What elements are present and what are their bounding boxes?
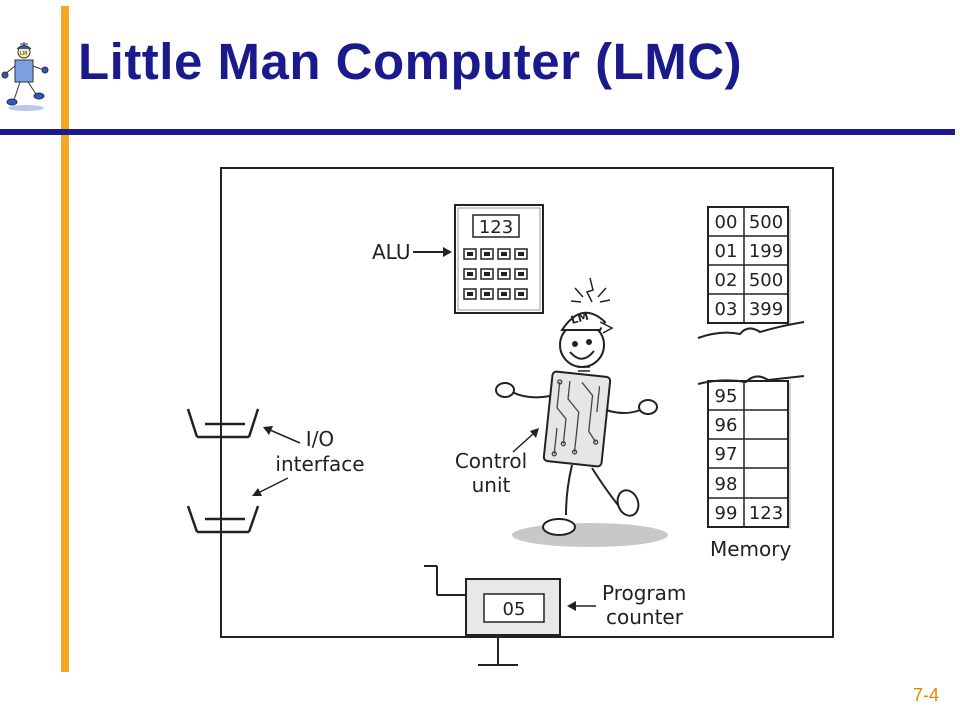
io-tray-bottom [186,505,260,534]
memory-address: 95 [715,386,738,407]
memory-address: 02 [715,270,738,291]
io-arrow-down [252,477,289,496]
memory-top-rows: 00 500 01 199 02 500 03 399 [715,212,784,320]
alu-display [472,214,520,238]
memory-address: 01 [715,241,738,262]
little-man-mascot-icon: LM [1,42,49,111]
computer-frame [220,167,834,638]
memory-torn-edge-top [697,321,805,339]
logo-text: LM [20,51,27,57]
memory-address: 00 [715,212,738,233]
cap-text: LM [569,310,590,327]
orange-accent-bar [61,6,69,672]
memory-table-top [707,206,791,325]
io-label-line1: I/O [306,427,334,451]
control-unit-arrow [512,428,539,453]
program-counter-arrow [567,601,596,611]
memory-table-bottom [707,380,791,529]
alu-calculator: 123 [454,204,544,314]
program-counter-box [424,565,561,666]
control-unit-label-line1: Control [455,449,527,473]
memory-address: 99 [715,503,738,524]
slide-title: Little Man Computer (LMC) [78,33,743,90]
memory-bottom-rows: 95 96 97 98 99 123 [715,386,784,524]
slide-number: 7-4 [913,685,940,705]
memory-value: 500 [749,270,783,291]
memory-value: 500 [749,212,783,233]
program-counter-label-line2: counter [606,605,684,629]
memory-label: Memory [710,537,792,561]
control-unit-label-line2: unit [472,473,511,497]
io-arrow-up [263,426,301,444]
alu-arrow [413,247,452,257]
memory-value: 123 [749,503,783,524]
memory-address: 03 [715,299,738,320]
alu-display-value: 123 [479,217,513,238]
io-tray-top [186,408,260,439]
program-counter-label-line1: Program [602,581,686,605]
program-counter-value: 05 [503,599,526,620]
memory-value: 399 [749,299,783,320]
title-underline [0,129,955,135]
alu-label: ALU [372,240,410,264]
io-label-line2: interface [275,452,364,476]
memory-value: 199 [749,241,783,262]
memory-address: 97 [715,444,738,465]
little-man-figure-icon: LM [495,277,668,547]
memory-address: 98 [715,474,738,495]
memory-address: 96 [715,415,738,436]
program-counter-display [483,593,545,623]
